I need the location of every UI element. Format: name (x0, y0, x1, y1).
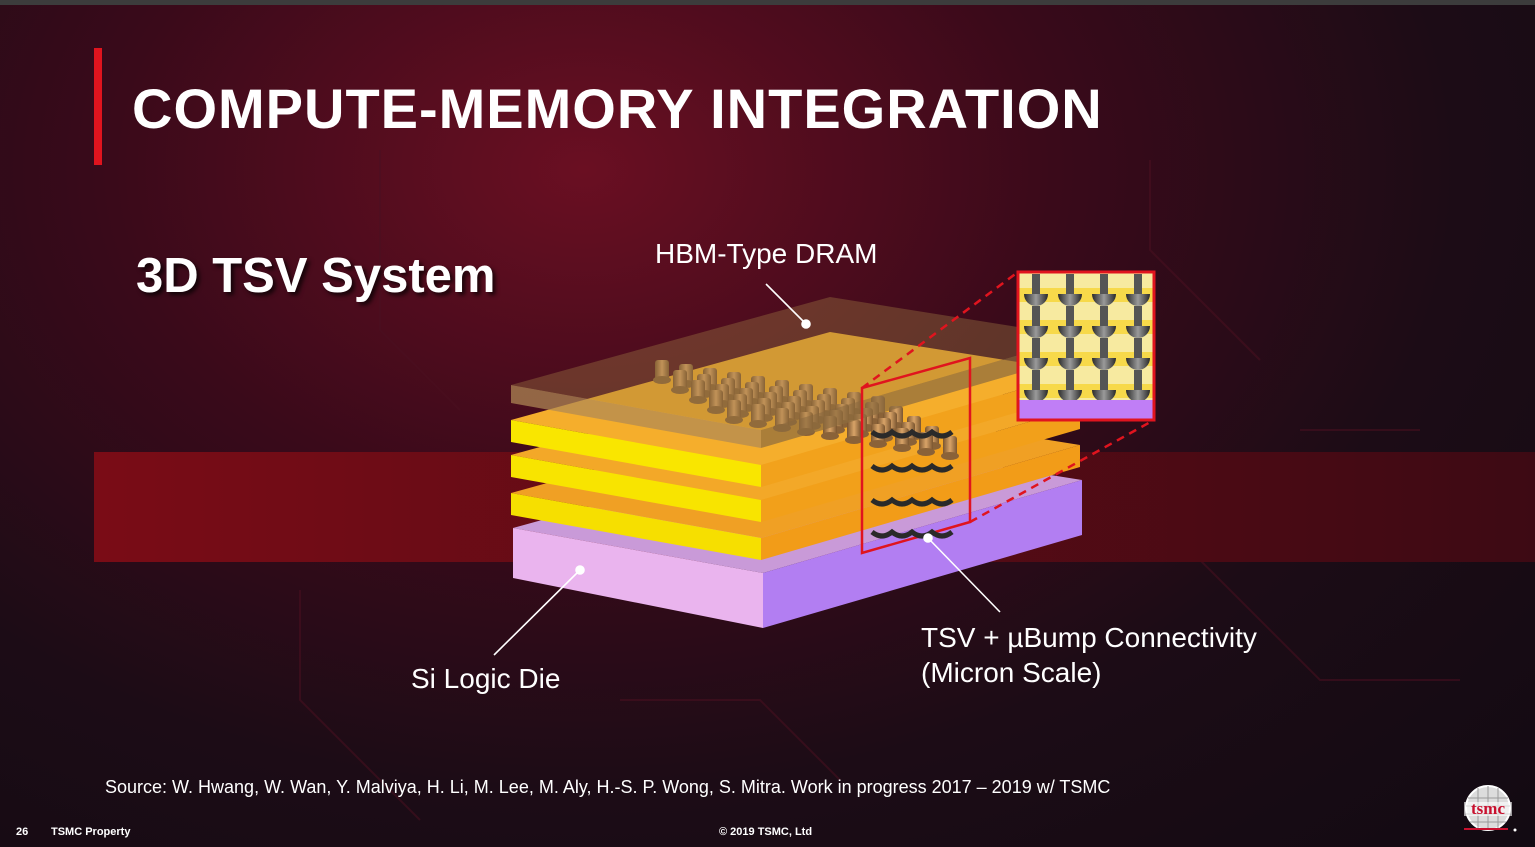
micro-bump-base (671, 386, 689, 394)
inset-tsv (1066, 306, 1074, 326)
inset-solder-ball (1092, 326, 1116, 338)
micro-bump (943, 436, 957, 456)
label-micron-scale: (Micron Scale) (921, 657, 1102, 688)
micro-bump (727, 400, 741, 420)
inset-tsv (1134, 306, 1142, 326)
inset-tsv (1100, 274, 1108, 294)
source-citation: Source: W. Hwang, W. Wan, Y. Malviya, H.… (105, 777, 1111, 797)
inset-tsv (1134, 370, 1142, 390)
inset-tsv (1066, 338, 1074, 358)
footer-property: TSMC Property (51, 826, 131, 838)
micro-bump-base (689, 396, 707, 404)
inset-solder-ball (1126, 390, 1150, 402)
background-traces (299, 150, 1460, 821)
inset-solder-ball (1126, 294, 1150, 306)
micro-bump-base (941, 452, 959, 460)
inset-solder-ball (1058, 390, 1082, 402)
inset-solder-ball (1058, 358, 1082, 370)
micro-bump-base (653, 376, 671, 384)
inset-tsv (1066, 370, 1074, 390)
inset-tsv (1134, 274, 1142, 294)
inset-dram-band (1018, 320, 1154, 334)
micro-bump-base (869, 440, 887, 448)
micro-bump-base (893, 444, 911, 452)
inset-solder-ball (1058, 326, 1082, 338)
slide-subtitle: 3D TSV System (136, 249, 496, 303)
inset-solder-ball (1126, 326, 1150, 338)
dram-top-cap (511, 297, 1080, 448)
inset-solder-ball (1024, 326, 1048, 338)
slide-title: COMPUTE-MEMORY INTEGRATION (132, 77, 1103, 140)
page-number: 26 (16, 826, 29, 838)
inset-tsv (1032, 338, 1040, 358)
label-hbm-dram: HBM-Type DRAM (655, 238, 878, 269)
micro-bump (709, 390, 723, 410)
inset-tsv (1100, 338, 1108, 358)
micro-bump-base (707, 406, 725, 414)
label-si-logic-die: Si Logic Die (411, 663, 561, 694)
label-tsv-connectivity: TSV + µBump Connectivity (921, 622, 1257, 653)
inset-tsv (1032, 274, 1040, 294)
inset-dram-band (1018, 288, 1154, 302)
inset-solder-ball (1024, 294, 1048, 306)
zoom-projection-lines (861, 270, 1155, 524)
title-accent-bar (94, 48, 102, 165)
micro-bump (673, 370, 687, 390)
micro-bump (847, 420, 861, 440)
window-top-bar (0, 0, 1535, 5)
leader-lines (493, 283, 1001, 656)
zoom-inset (1016, 270, 1156, 422)
tsmc-logo: tsmc (1464, 785, 1517, 832)
inset-tsv (1032, 370, 1040, 390)
inset-solder-ball (1058, 294, 1082, 306)
micro-bump-base (821, 432, 839, 440)
inset-tsv (1100, 306, 1108, 326)
inset-solder-ball (1126, 358, 1150, 370)
micro-bump (655, 360, 669, 380)
tsmc-logo-text: tsmc (1471, 799, 1505, 818)
inset-tsv (1032, 306, 1040, 326)
micro-bump (751, 404, 765, 424)
inset-solder-ball (1024, 390, 1048, 402)
inset-tsv (1100, 370, 1108, 390)
inset-dram-band (1018, 352, 1154, 366)
micro-bump-base (917, 448, 935, 456)
inset-tsv (1134, 338, 1142, 358)
inset-solder-ball (1092, 358, 1116, 370)
micro-bump-base (725, 416, 743, 424)
micro-bump-base (845, 436, 863, 444)
micro-bump-base (749, 420, 767, 428)
inset-solder-ball (1092, 294, 1116, 306)
inset-tsv (1066, 274, 1074, 294)
cross-section-bumps (870, 428, 954, 539)
micro-bump (691, 380, 705, 400)
footer-copyright: © 2019 TSMC, Ltd (719, 826, 813, 838)
inset-solder-ball (1024, 358, 1048, 370)
inset-solder-ball (1092, 390, 1116, 402)
inset-dram-band (1018, 384, 1154, 398)
